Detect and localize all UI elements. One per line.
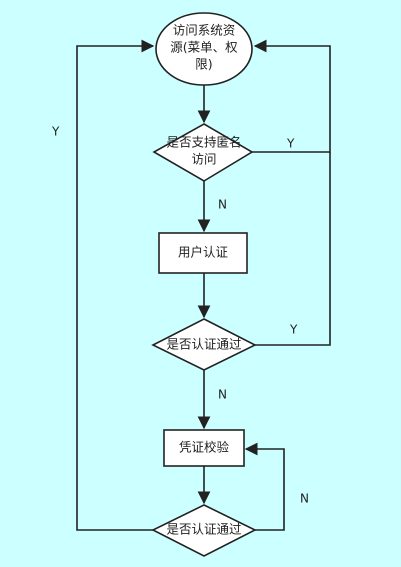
user-auth-node: 用户认证 — [158, 232, 248, 274]
decision-auth-pass-2-label: 是否认证通过 — [166, 522, 242, 537]
user-auth-box — [158, 232, 248, 274]
edge-anonymous-yes-loop — [252, 39, 331, 153]
decision-auth-pass-2-node: 是否认证通过 — [151, 504, 257, 557]
edge-label-loop-no: N — [300, 492, 309, 506]
start-label-line-1: 访问系统资 — [173, 23, 236, 38]
credential-check-node: 凭证校验 — [163, 429, 245, 467]
edge-auth-pass-2-yes-loop — [76, 39, 155, 531]
edge-label-anonymous-yes: Y — [286, 137, 295, 151]
decision-auth-pass-node: 是否认证通过 — [151, 318, 257, 371]
decision-auth-pass-2-diamond — [151, 504, 257, 557]
start-label-line-3: 限) — [195, 57, 212, 72]
edge-auth-pass-2-no-loop — [244, 442, 285, 531]
credential-check-label: 凭证校验 — [179, 440, 230, 455]
start-node: 访问系统资 源(菜单、权 限) — [155, 12, 253, 86]
decision-anonymous-line-1: 是否支持匿名 — [166, 135, 241, 150]
decision-anonymous-line-2: 访问 — [191, 152, 216, 167]
edge-label-auth-no: N — [218, 388, 227, 402]
decision-auth-pass-label: 是否认证通过 — [166, 337, 242, 352]
edges — [76, 39, 331, 531]
edge-label-anonymous-no: N — [218, 198, 227, 212]
user-auth-label: 用户认证 — [178, 245, 229, 260]
edge-label-auth-yes: Y — [289, 323, 298, 337]
edge-auth-pass-yes-loop — [255, 152, 331, 346]
decision-anonymous-node: 是否支持匿名 访问 — [152, 123, 254, 182]
credential-check-box — [163, 429, 245, 467]
edge-label-loop-yes: Y — [51, 125, 60, 139]
start-label-line-2: 源(菜单、权 — [170, 40, 238, 55]
